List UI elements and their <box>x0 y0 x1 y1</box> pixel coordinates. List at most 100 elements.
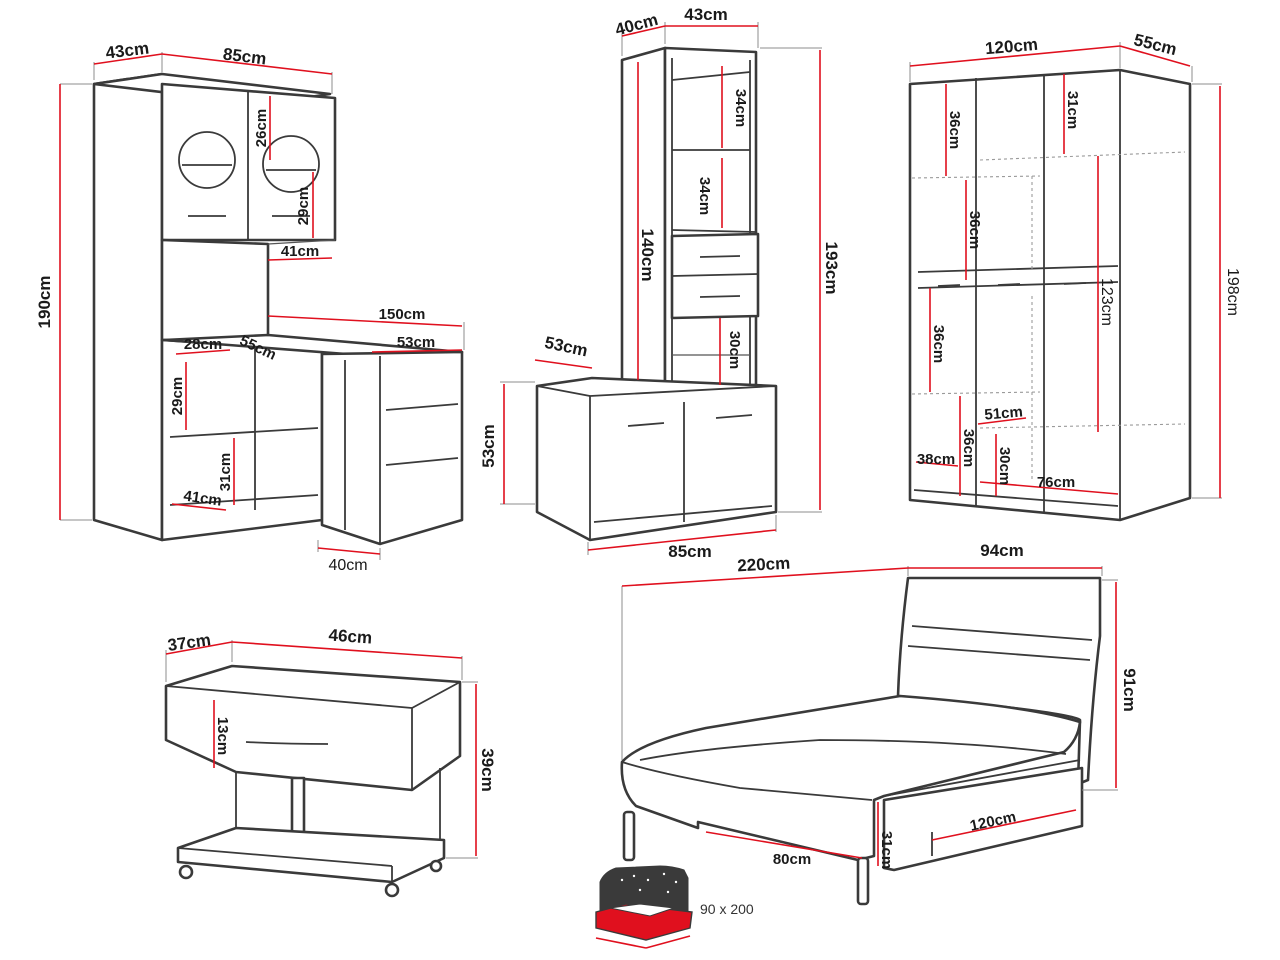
wardrobe-middle-rail <box>917 265 1119 273</box>
nightstand-top-edge-2 <box>411 681 461 709</box>
desk-height-label: 190cm <box>35 276 54 329</box>
tall-base-width-dim <box>587 529 777 551</box>
tall-base-width-label: 85cm <box>668 542 711 561</box>
desk-shelf29-label: 29cm <box>169 377 186 415</box>
wardrobe-handle-3 <box>1063 282 1087 285</box>
nightstand-depth-dim <box>165 641 233 655</box>
desk-niche-label: 41cm <box>281 243 319 260</box>
wardrobe-right-top-label: 31cm <box>1064 91 1081 129</box>
tall-drawers <box>670 232 760 320</box>
tall-base-depth-dim <box>534 359 593 369</box>
bed-headboard-line-2 <box>907 645 1091 661</box>
wardrobe-handle-2 <box>997 283 1021 286</box>
tall-base-height-label: 53cm <box>479 424 498 467</box>
desk-depth-label: 43cm <box>105 38 150 62</box>
desk-width-label: 85cm <box>222 44 267 68</box>
desk-base-dim <box>317 547 381 555</box>
nightstand-height-label: 39cm <box>478 748 497 791</box>
wardrobe-width-label: 120cm <box>984 35 1038 59</box>
nightstand-base <box>176 826 446 884</box>
bed-unit: 220cm 94cm 91cm 120cm 31cm 80cm <box>620 541 1139 906</box>
mattress-dim-left <box>595 937 647 949</box>
desk-shelf41-label: 41cm <box>182 487 222 509</box>
mattress-red-layer <box>595 903 693 941</box>
mattress-icon: 90 x 200 <box>595 865 754 949</box>
tall-top-width-label: 43cm <box>684 5 727 24</box>
desk-shelf28-label: 28cm <box>184 336 222 353</box>
desk-depth-dim <box>93 53 163 65</box>
bed-frame <box>620 694 1082 862</box>
tall-shelf-top-label: 34cm <box>732 89 749 127</box>
desk-shelf41-dim <box>171 503 227 511</box>
tall-drawer-handle-2 <box>699 295 741 298</box>
tall-base-depth-label: 53cm <box>543 333 589 361</box>
bed-height-label: 91cm <box>1120 668 1139 711</box>
wardrobe-shelf-dash-2 <box>979 151 1186 161</box>
wardrobe-left-top-label: 36cm <box>946 111 963 149</box>
bed-width-label: 94cm <box>980 541 1023 560</box>
tall-side-panel <box>620 46 667 394</box>
wardrobe-shelf-dash-4 <box>979 423 1186 429</box>
wardrobe-low36-label: 36cm <box>960 429 977 467</box>
bed-under80-dim <box>705 831 863 859</box>
desk-length-dim <box>267 315 463 327</box>
wardrobe-mid-left-label: 36cm <box>966 211 983 249</box>
tall-shelf-1 <box>671 71 751 81</box>
bed-leg-front-left <box>622 810 636 862</box>
nightstand-handle <box>245 741 329 745</box>
wardrobe-low30-label: 30cm <box>996 447 1013 485</box>
desk-shelf31-label: 31cm <box>217 453 234 491</box>
nightstand-base-edge <box>177 847 393 867</box>
desk-return-label: 53cm <box>397 334 435 351</box>
wardrobe-low38-dim <box>915 461 959 467</box>
nightstand-top-edge <box>165 685 413 709</box>
mattress-size-label: 90 x 200 <box>700 901 754 917</box>
tall-total-height-label: 193cm <box>822 242 841 295</box>
desk-door-lower-label: 29cm <box>295 187 312 225</box>
nightstand-top-box <box>164 664 462 792</box>
tall-top-depth-dim <box>621 25 666 37</box>
bed-under31-label: 31cm <box>878 831 895 869</box>
wardrobe-low76-dim <box>979 481 1119 495</box>
desk-return-shelf-2 <box>385 457 459 466</box>
desk-niche <box>160 238 270 342</box>
bed-mattress-top <box>639 739 1067 761</box>
wardrobe-shelf51-dim <box>977 417 1027 425</box>
desk-base-label: 40cm <box>328 557 367 574</box>
desk-side-panel <box>92 72 164 542</box>
wardrobe-shelf51-label: 51cm <box>984 403 1024 423</box>
nightstand-unit: 37cm 46cm 13cm 39cm <box>164 626 497 898</box>
desk-return-dim <box>371 349 463 353</box>
tall-base-top-front <box>589 385 777 397</box>
nightstand-wheel-1 <box>178 864 194 880</box>
wardrobe-handle-1 <box>937 284 961 287</box>
bed-under80-label: 80cm <box>773 851 811 868</box>
desk-return-cabinet <box>320 350 464 546</box>
bed-length-label: 220cm <box>737 554 791 576</box>
nightstand-width-label: 46cm <box>328 626 373 648</box>
wardrobe-left-low-label: 36cm <box>930 325 947 363</box>
tall-shelf-3 <box>671 229 757 233</box>
bed-headboard-line-1 <box>911 625 1093 641</box>
desk-return-shelf-1 <box>385 403 459 411</box>
tall-base-handle-2 <box>715 414 753 419</box>
wardrobe-depth-dim <box>1119 45 1191 67</box>
wardrobe-plinth <box>913 489 1119 507</box>
wardrobe-hanging-label: 123cm <box>1098 278 1115 326</box>
nightstand-wheel-2 <box>384 882 400 898</box>
bed-mattress-edge <box>621 761 873 801</box>
tall-shelf-mid-label: 34cm <box>696 177 713 215</box>
tall-drawer-split <box>671 273 759 277</box>
wardrobe-low76-label: 76cm <box>1037 474 1075 491</box>
desk-lower-shelf-1 <box>169 427 319 438</box>
desk-unit: 190cm 43cm 85cm 26cm 29cm 41cm 150cm 28c… <box>35 38 465 574</box>
mattress-pillow <box>609 903 675 917</box>
bed-under120-dim <box>931 809 1077 841</box>
tall-base-top-left <box>536 385 591 397</box>
desk-length-label: 150cm <box>379 306 426 323</box>
tall-shelf-unit: 40cm 43cm 34cm 34cm 140cm 193cm 30cm 53c… <box>479 5 841 561</box>
wardrobe-width-dim <box>909 45 1121 67</box>
nightstand-width-dim <box>231 641 463 659</box>
bed-leg-front-right <box>856 856 870 906</box>
desk-shelf28-dim <box>175 349 231 355</box>
